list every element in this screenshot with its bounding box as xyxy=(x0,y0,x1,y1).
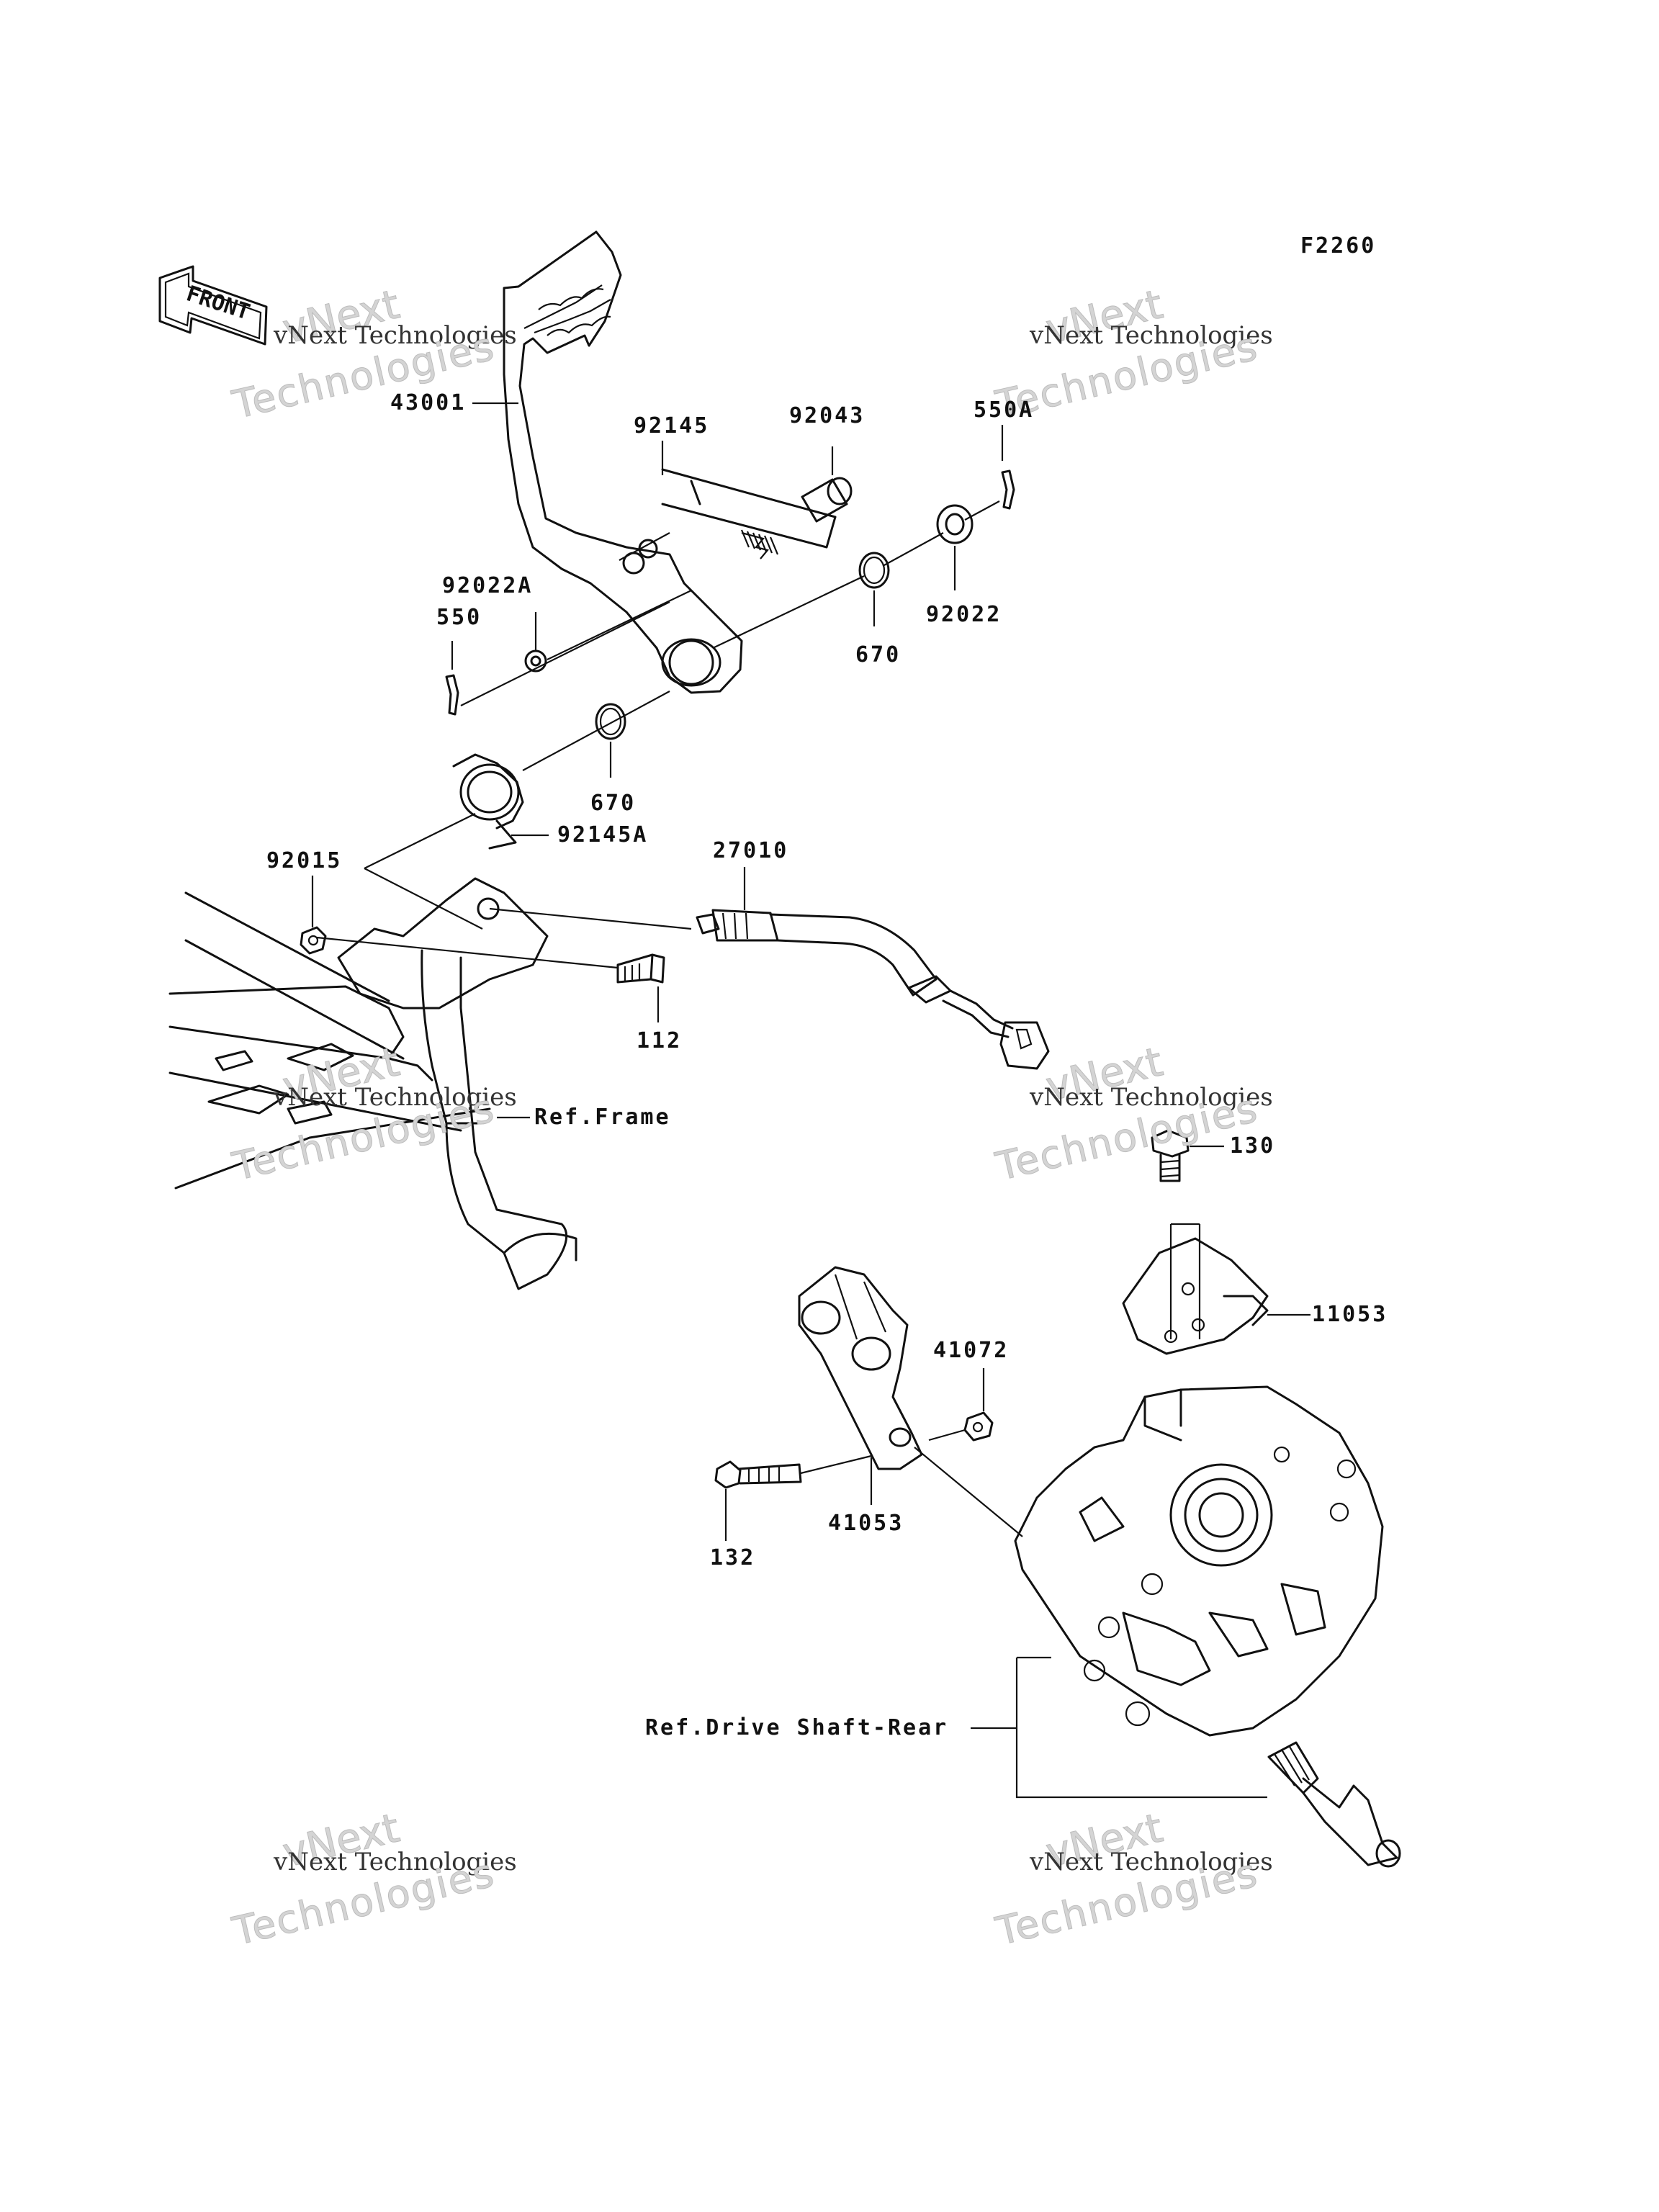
part-label-41072[interactable]: 41072 xyxy=(933,1338,1010,1363)
front-arrow-icon: FRONT xyxy=(158,265,268,346)
part-label-112[interactable]: 112 xyxy=(637,1028,683,1053)
part-label-92022[interactable]: 92022 xyxy=(926,602,1002,627)
frame-drawing xyxy=(168,877,692,1290)
pivot-pin-drawing xyxy=(661,468,853,555)
drive-shaft-housing-drawing xyxy=(1014,1385,1384,1737)
part-label-11053[interactable]: 11053 xyxy=(1312,1302,1388,1327)
leader-lines xyxy=(311,402,1224,1541)
drive-shaft-drawing xyxy=(971,1656,1401,1868)
part-label-550[interactable]: 550 xyxy=(436,605,482,630)
part-label-27010[interactable]: 27010 xyxy=(713,838,789,863)
part-label-550A[interactable]: 550A xyxy=(974,397,1035,423)
assembly-lines xyxy=(460,500,1000,771)
lever-41053-drawing xyxy=(714,1266,1023,1537)
washer-92022-drawing xyxy=(936,504,974,544)
watermark-text: vNext Technologies xyxy=(274,321,517,350)
part-label-43001[interactable]: 43001 xyxy=(390,390,467,415)
cotter-pin-550A-drawing xyxy=(1001,469,1015,510)
bracket-11053-drawing xyxy=(1122,1223,1310,1355)
o-ring-right-drawing xyxy=(858,552,890,589)
brake-switch-drawing xyxy=(696,909,1050,1070)
part-label-92145A[interactable]: 92145A xyxy=(557,822,649,848)
figure-code: F2260 xyxy=(1300,233,1377,258)
part-label-130[interactable]: 130 xyxy=(1230,1133,1276,1159)
watermark-text: vNext Technologies xyxy=(1030,321,1273,350)
bolt-130-drawing xyxy=(1151,1129,1190,1182)
part-label-92015[interactable]: 92015 xyxy=(266,848,343,873)
part-label-ref-frame[interactable]: Ref.Frame xyxy=(534,1105,671,1130)
part-label-92145[interactable]: 92145 xyxy=(634,413,710,439)
watermark-text: vNext Technologies xyxy=(274,1848,517,1876)
return-spring-drawing xyxy=(364,753,549,930)
o-ring-left-drawing xyxy=(595,703,626,740)
watermark-text: vNext Technologies xyxy=(1030,1083,1273,1112)
part-label-41053[interactable]: 41053 xyxy=(828,1511,904,1536)
part-label-132[interactable]: 132 xyxy=(710,1545,756,1570)
part-label-ref-drive-shaft-rear[interactable]: Ref.Drive Shaft-Rear xyxy=(645,1715,949,1740)
part-label-670-left[interactable]: 670 xyxy=(590,791,637,816)
watermark-text: vNext Technologies xyxy=(1030,1848,1273,1876)
part-label-92043[interactable]: 92043 xyxy=(789,403,866,428)
brake-pedal-drawing xyxy=(445,230,769,716)
watermark-text: vNext Technologies xyxy=(274,1083,517,1112)
part-label-670-right[interactable]: 670 xyxy=(855,642,902,667)
part-label-92022A[interactable]: 92022A xyxy=(442,573,534,598)
